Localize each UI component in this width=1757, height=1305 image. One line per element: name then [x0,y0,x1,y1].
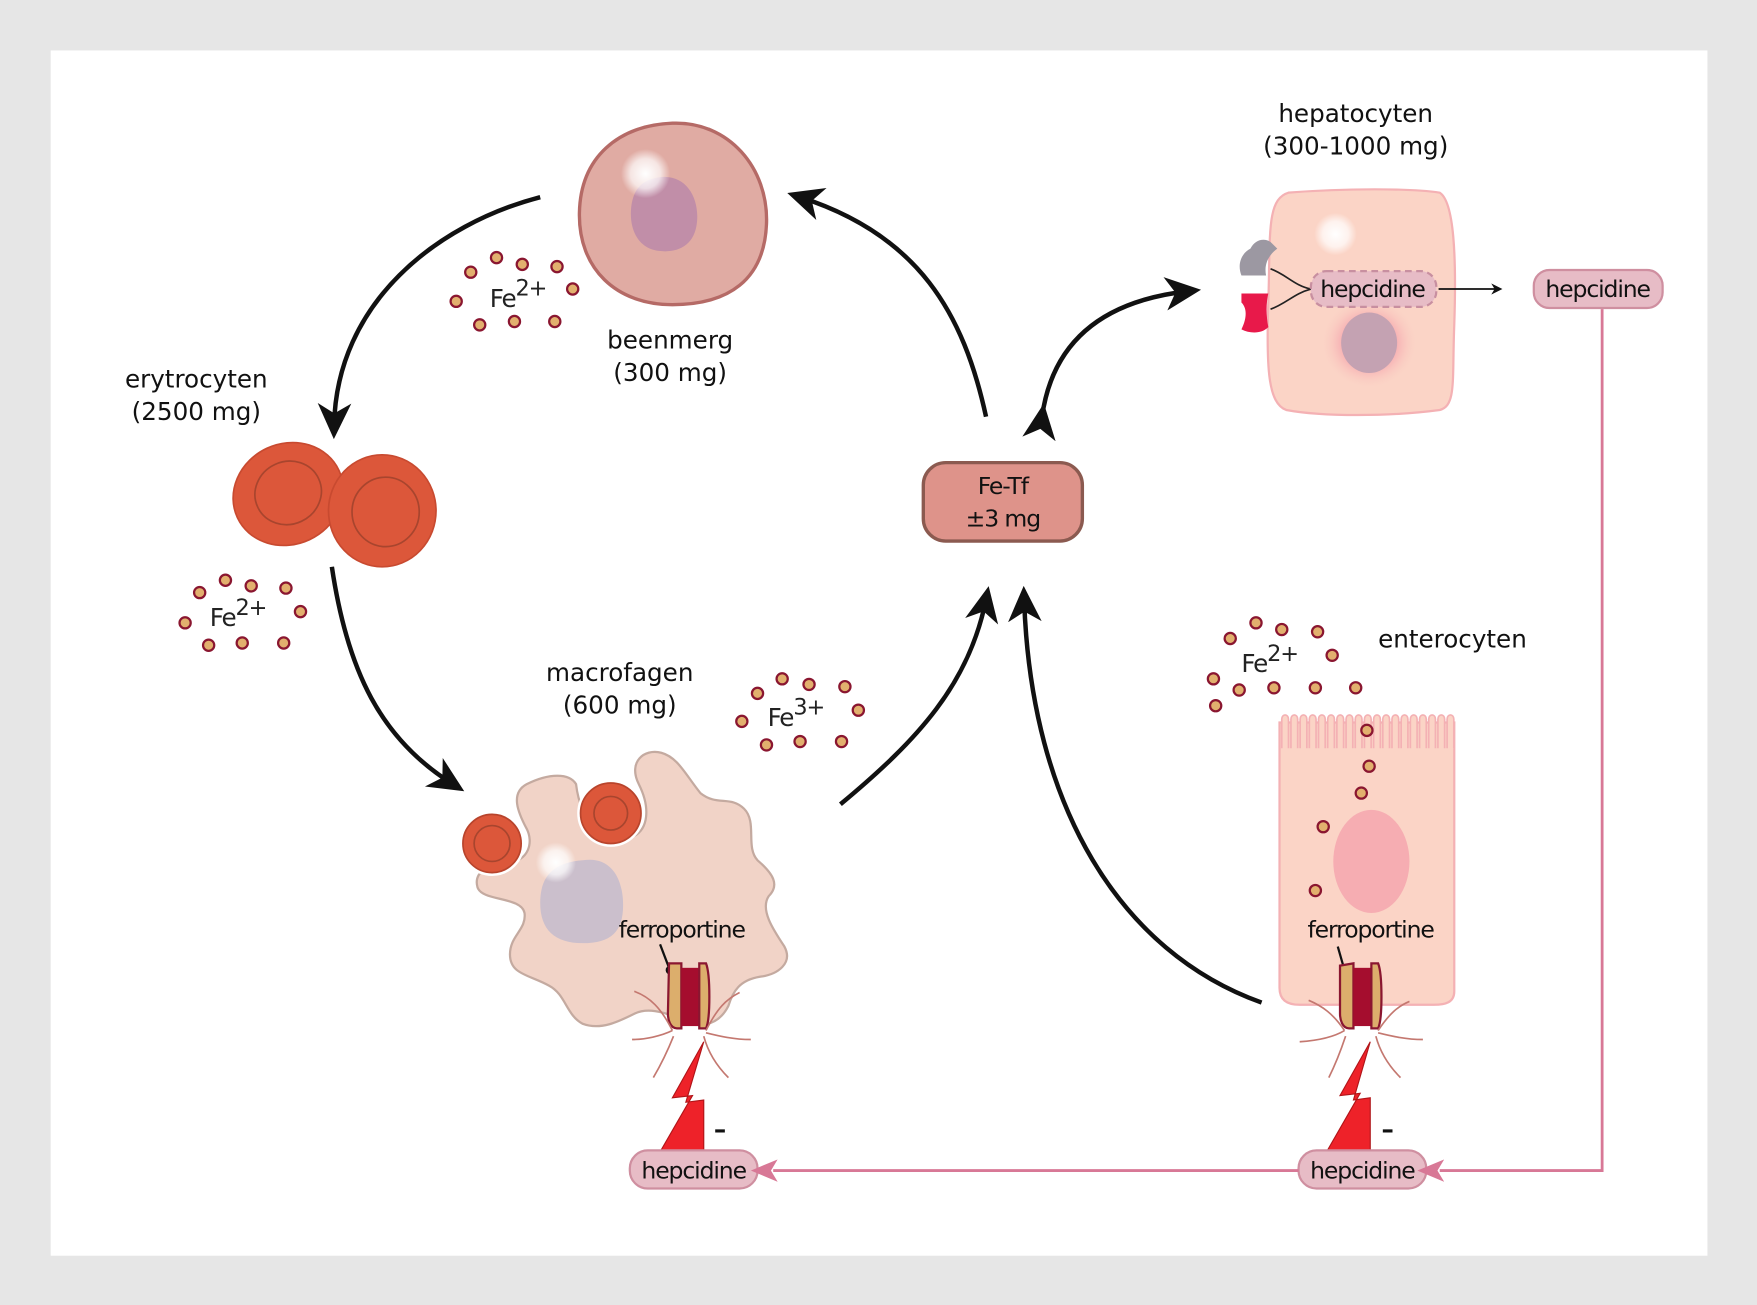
microvillus [1418,714,1428,749]
macrofagen-amount: (600 mg) [563,691,677,720]
bone-marrow-cell [577,121,769,307]
fe2-ion-erytrocyten: Fe2+ [210,595,267,632]
iron-dots-enterocyten [1206,616,1363,713]
hepatocyte-cell: hepcidine [1239,188,1457,417]
microvillus [1427,714,1437,749]
microvillus [1381,714,1391,749]
macrofagen-label: macrofagen [546,658,693,687]
microvillus [1317,714,1327,749]
microvillus [1400,714,1409,749]
ferroportine-label-enterocyte: ferroportine [1308,916,1435,944]
ferroportine-label-macrophage: ferroportine [619,916,746,944]
ferroportin-channel-macrophage [659,943,711,1030]
fe2-ion-enterocyten: Fe2+ [1241,641,1298,678]
fe-tf-box: Fe-Tf ±3 mg [921,460,1085,543]
fe3-ion-macrofagen: Fe3+ [768,695,825,732]
microvillus [1345,714,1354,749]
microvillus [1299,714,1308,749]
microvillus [1437,714,1446,749]
microvillus [1409,714,1418,749]
microvillus [1446,714,1455,749]
iron-dots-macrofagen [735,672,866,752]
microvillus [1354,714,1363,749]
arrow-enterocyten-to-fetf [1008,585,1263,1005]
hepatocyten-label: hepatocyten [1278,99,1433,128]
arrow-macrofagen-to-fetf [838,586,999,807]
microvillus [1336,714,1345,749]
erytrocyten-amount: (2500 mg) [132,397,261,426]
beenmerg-label: beenmerg [607,325,733,354]
macrophage-cell [459,750,788,1028]
beenmerg-amount: (300 mg) [613,358,727,387]
erythrocytes [232,441,437,568]
arrow-beenmerg-to-erytrocyten [317,194,541,440]
svg-text:hepcidine: hepcidine [1545,275,1650,303]
microvillus [1372,714,1382,749]
erytrocyten-label: erytrocyten [125,365,268,394]
svg-text:hepcidine: hepcidine [641,1156,746,1184]
microvillus [1308,714,1317,749]
ferroportin-channel-enterocyte [1336,946,1383,1030]
microvillus [1280,714,1290,749]
iron-dots-erytrocyten [178,573,308,652]
hepcidine-inner-label: hepcidine [1320,275,1425,303]
arrow-fetf-to-beenmerg [787,188,989,418]
svg-text:hepcidine: hepcidine [1310,1156,1415,1184]
inhibition-burst-macrophage [632,990,751,1079]
inhibit-sign-macrophage: – [714,1115,726,1144]
hepcidine-pill-macrophage: hepcidine [628,1149,759,1190]
microvillus [1290,714,1299,749]
fe-tf-amount: ±3 mg [966,504,1040,532]
fe-tf-label: Fe-Tf [978,472,1030,500]
hepcidine-pill-released: hepcidine [1532,268,1664,310]
microvillus [1391,714,1400,749]
hepatocyten-amount: (300-1000 mg) [1263,132,1448,161]
enterocyte-cell [1278,714,1456,1006]
inhibit-sign-enterocyte: – [1381,1115,1393,1144]
fe2-ion-beenmerg: Fe2+ [490,276,547,313]
microvillus [1326,714,1336,749]
inhibition-burst-enterocyte [1299,999,1423,1079]
arrow-erytrocyten-to-macrofagen [329,566,465,792]
hepcidine-pill-enterocyte: hepcidine [1297,1149,1428,1190]
receptor-red-icon [1241,293,1269,333]
arrow-fetf-hepatocyten-bidirectional [1022,277,1202,442]
hepcidine-pathway-line [1417,309,1604,1182]
iron-dots-beenmerg [449,250,580,332]
receptor-grey-icon [1239,239,1278,276]
enterocyten-label: enterocyten [1378,624,1527,653]
